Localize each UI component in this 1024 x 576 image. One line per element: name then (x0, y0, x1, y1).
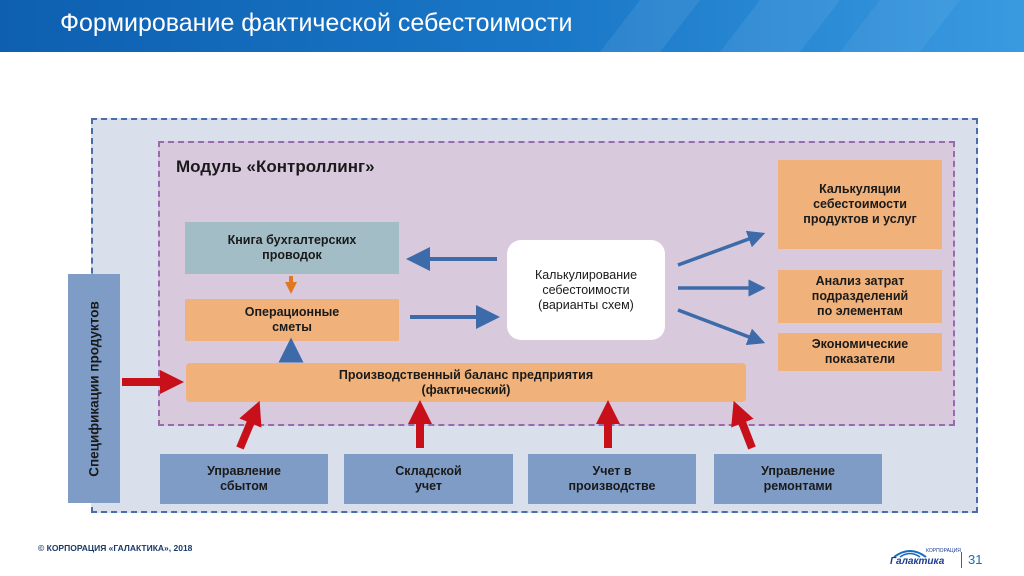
galaktika-logo: КОРПОРАЦИЯ Галактика (886, 548, 961, 570)
product-specifications-panel: Спецификации продуктов (68, 274, 120, 503)
footer-divider (961, 552, 962, 568)
ledger-box: Книга бухгалтерских проводок (185, 222, 399, 274)
repairs-box: Управление ремонтами (714, 454, 882, 504)
economic-box: Экономические показатели (778, 333, 942, 371)
warehouse-box: Складской учет (344, 454, 513, 504)
logo-arc-icon (893, 550, 927, 558)
arrow-to-economic (677, 308, 766, 346)
arrow-sales-to-balance (236, 400, 262, 450)
header-bar: Формирование фактической себестоимости (0, 0, 1024, 52)
logo-text: Галактика (890, 556, 945, 567)
production-balance-box: Производственный баланс предприятия (фак… (186, 363, 746, 402)
page-number: 31 (968, 552, 983, 567)
header-decoration (600, 0, 960, 52)
arrow-to-calculations (677, 230, 766, 267)
arrow-repairs-to-balance (731, 400, 756, 450)
logo-subtitle: КОРПОРАЦИЯ (926, 548, 961, 554)
production-accounting-box: Учет в производстве (528, 454, 696, 504)
estimates-box: Операционные сметы (185, 299, 399, 341)
costing-box: Калькулирование себестоимости (варианты … (507, 240, 665, 340)
copyright-footer: © КОРПОРАЦИЯ «ГАЛАКТИКА», 2018 (38, 543, 193, 553)
sales-box: Управление сбытом (160, 454, 328, 504)
module-title: Модуль «Контроллинг» (176, 157, 375, 176)
page-title: Формирование фактической себестоимости (60, 9, 573, 37)
analysis-box: Анализ затрат подразделений по элементам (778, 270, 942, 323)
calculations-box: Калькуляции себестоимости продуктов и ус… (778, 160, 942, 249)
